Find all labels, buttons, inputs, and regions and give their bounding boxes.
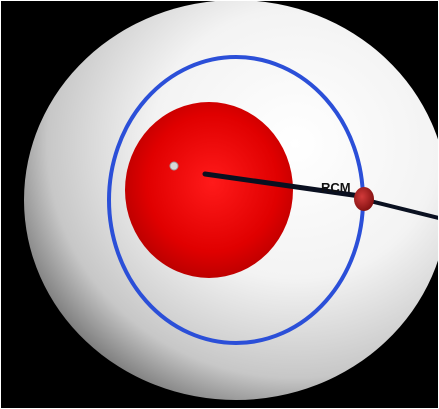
rcm-label: RCM bbox=[321, 180, 351, 195]
rcm-marker-icon bbox=[354, 187, 374, 211]
instrument-shaft-outer bbox=[365, 198, 439, 220]
tool-tip-dot-icon bbox=[169, 161, 179, 171]
red-pupil bbox=[125, 102, 293, 278]
instrument-shaft bbox=[202, 171, 363, 199]
